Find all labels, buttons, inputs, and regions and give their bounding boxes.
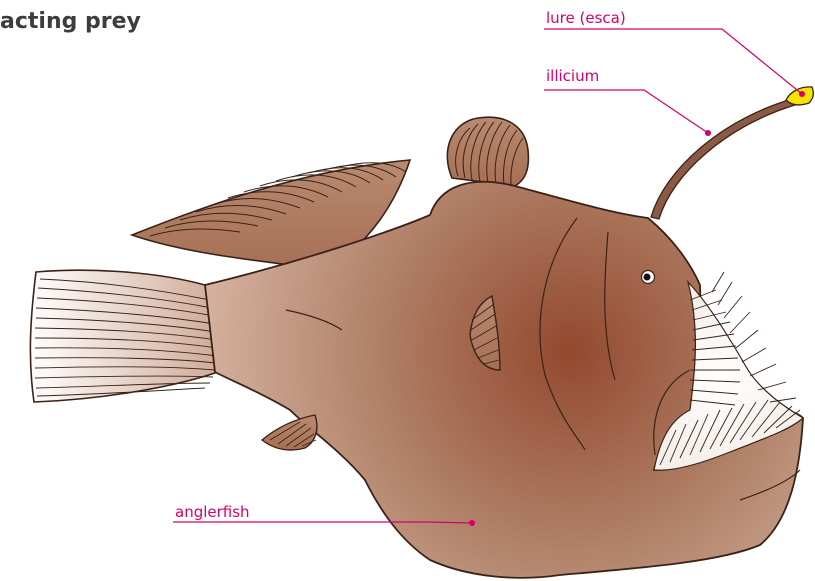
pelvic-fin: [262, 415, 317, 450]
lure-label: lure (esca): [546, 9, 626, 27]
page-title: acting prey: [0, 9, 141, 34]
anglerfish-label: anglerfish: [175, 503, 250, 521]
lure-esca-icon: [786, 87, 813, 105]
tail-fin: [30, 270, 218, 402]
illicium-stalk-icon: [651, 98, 798, 219]
illicium-leader-line: [544, 90, 708, 133]
illicium-label: illicium: [546, 67, 599, 85]
eye-icon: [642, 271, 655, 284]
dorsal-fin-front: [447, 117, 528, 186]
